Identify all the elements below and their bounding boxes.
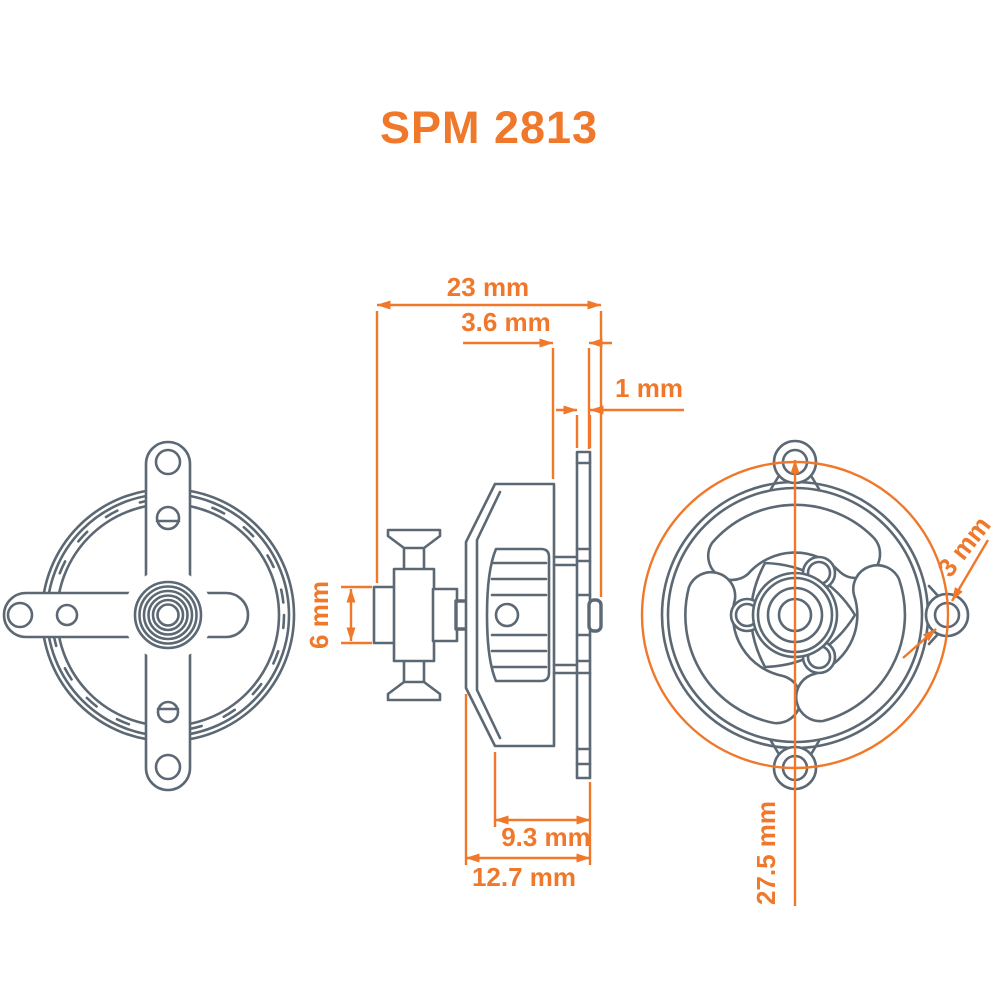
prop-saver-flange-bottom — [386, 680, 442, 702]
dim-overall-length: 23 mm — [375, 272, 603, 597]
rear-shaft-pin — [587, 598, 603, 633]
bell-screw-hole — [494, 602, 520, 628]
dim-rear-standoff-label: 3.6 mm — [461, 307, 551, 337]
dim-shaft-diameter-label: 6 mm — [304, 581, 334, 649]
dim-mount-plate-thickness-label: 1 mm — [615, 373, 683, 403]
shaft-hub — [133, 580, 203, 650]
arm-hole — [6, 601, 34, 629]
arm-hole — [154, 753, 182, 781]
front-view — [2, 440, 296, 792]
dim-mount-hole-label: 3 mm — [931, 510, 996, 582]
arm-hole — [154, 448, 182, 476]
stator-laminations — [490, 561, 548, 669]
dim-can-length: 9.3 mm — [493, 752, 592, 865]
arm-hole — [55, 603, 79, 627]
side-view — [372, 450, 603, 780]
dim-can-length-label: 9.3 mm — [501, 822, 591, 852]
dim-bolt-circle-label: 27.5 mm — [751, 801, 781, 905]
arm-hole — [155, 505, 181, 531]
stator-segment-ticks — [50, 497, 286, 733]
dim-overall-length-label: 23 mm — [447, 272, 529, 302]
dim-rear-standoff: 3.6 mm — [461, 307, 612, 479]
prop-saver-body — [392, 567, 436, 663]
dim-shaft-diameter: 6 mm — [304, 581, 372, 649]
mount-standoffs — [552, 555, 579, 675]
shaft-collar — [431, 587, 459, 643]
prop-saver-flange-top — [386, 528, 442, 550]
vent-cutout — [794, 563, 907, 723]
dim-bolt-circle: 27.5 mm — [640, 459, 950, 906]
dim-mount-plate-thickness: 1 mm — [556, 373, 684, 448]
rear-view — [660, 439, 970, 791]
arm-hole — [156, 700, 180, 724]
dim-case-length-label: 12.7 mm — [472, 862, 576, 892]
dim-case-length: 12.7 mm — [464, 694, 591, 892]
page-title: SPM 2813 — [380, 102, 598, 153]
